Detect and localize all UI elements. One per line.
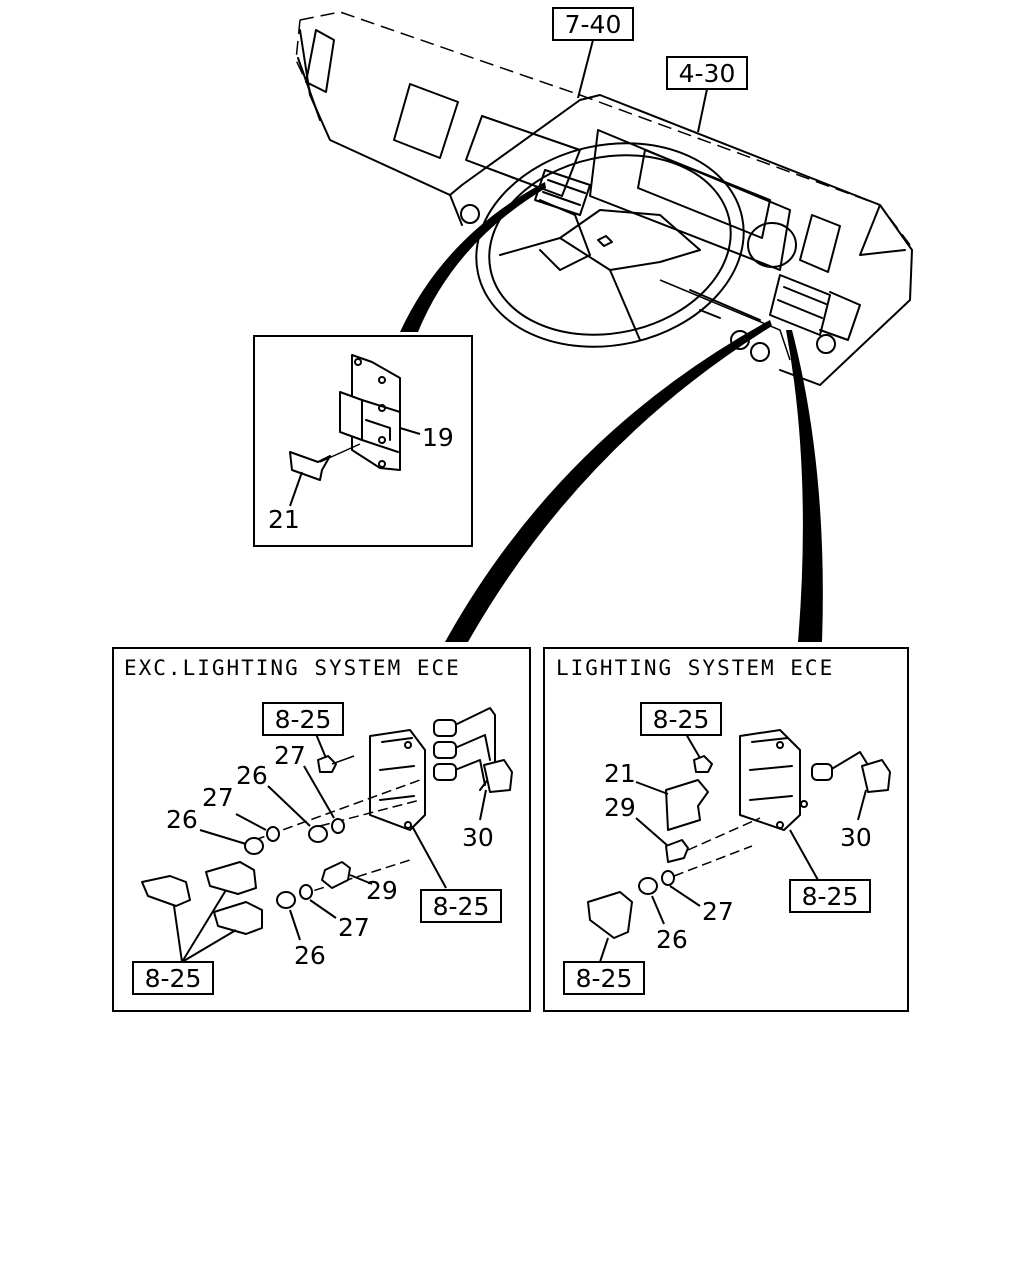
left-nut-26b [308, 825, 328, 843]
left-label-29: 29 [366, 876, 398, 905]
right-ref-knob: 8-25 [576, 964, 633, 993]
left-label-27-top: 27 [274, 741, 306, 770]
left-bracket [369, 729, 426, 831]
left-label-27-low: 27 [338, 913, 370, 942]
right-ref-bracket: 8-25 [802, 882, 859, 911]
right-label-30: 30 [840, 823, 872, 852]
left-ref-screw: 8-25 [275, 705, 332, 734]
right-bulb-29 [665, 839, 689, 863]
left-label-30: 30 [462, 823, 494, 852]
left-knobs [141, 861, 263, 935]
left-label-26-low: 26 [294, 941, 326, 970]
left-harness [433, 707, 513, 793]
right-ref-screw: 8-25 [653, 705, 710, 734]
right-label-26: 26 [656, 925, 688, 954]
clip-21 [289, 443, 361, 481]
dashboard-illustration [295, 11, 913, 386]
left-panel-title: EXC.LIGHTING SYSTEM ECE [124, 656, 461, 680]
ref-7-40-label: 7-40 [565, 10, 622, 39]
left-label-26-top: 26 [236, 761, 268, 790]
left-screw [317, 755, 355, 773]
label-21: 21 [268, 505, 300, 534]
ref-callout-4-30: 4-30 [666, 56, 748, 133]
right-panel-title: LIGHTING SYSTEM ECE [556, 656, 834, 680]
left-ref-knobs: 8-25 [145, 964, 202, 993]
left-nut-26a [244, 837, 264, 855]
ref-callout-7-40: 7-40 [552, 7, 634, 99]
right-label-21: 21 [604, 759, 636, 788]
switch-assembly-19 [339, 354, 401, 471]
right-label-27: 27 [702, 897, 734, 926]
right-screw [693, 755, 713, 773]
right-nut-26 [638, 877, 658, 895]
left-ref-bracket: 8-25 [433, 892, 490, 921]
left-label-27-mid: 27 [202, 783, 234, 812]
right-panel: LIGHTING SYSTEM ECE 8-25 [543, 647, 909, 1012]
pointer-to-upper-inset [400, 182, 546, 332]
right-label-29: 29 [604, 793, 636, 822]
right-bracket [739, 729, 808, 831]
right-clip-21 [665, 779, 709, 831]
pointer-to-right-panel [786, 330, 823, 642]
left-bulb-29 [321, 861, 351, 889]
right-knob [587, 891, 633, 939]
upper-inset-frame: 19 21 [253, 335, 473, 547]
left-label-26-mid: 26 [166, 805, 198, 834]
left-nut-26c [276, 891, 296, 909]
left-washer-27c [299, 884, 313, 900]
label-19: 19 [422, 423, 454, 452]
right-harness [811, 751, 891, 793]
right-washer-27 [661, 870, 675, 886]
pointer-to-left-panel [445, 320, 772, 642]
left-washer-27a [266, 826, 280, 842]
left-washer-27b [331, 818, 345, 834]
ref-4-30-label: 4-30 [679, 59, 736, 88]
left-panel: EXC.LIGHTING SYSTEM ECE [112, 647, 531, 1012]
